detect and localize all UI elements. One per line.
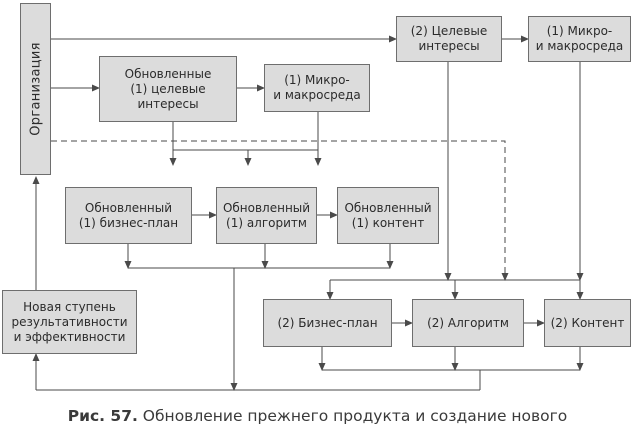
updated-business-plan-box: Обновленный (1) бизнес-план	[65, 187, 192, 244]
dashed-org-line	[51, 140, 509, 281]
new-content-box: (2) Контент	[544, 299, 631, 347]
new-environment-box: (1) Микро- и макросреда	[528, 16, 631, 62]
figure-caption: Рис. 57. Обновление прежнего продукта и …	[0, 407, 635, 425]
diagram-connectors	[32, 35, 584, 391]
figure-caption-label: Рис. 57.	[67, 407, 138, 425]
new-algorithm-box: (2) Алгоритм	[412, 299, 524, 347]
organization-label: Организация	[28, 42, 43, 136]
updated-target-interests-box: Обновленные (1) целевые интересы	[99, 56, 237, 122]
organization-box: Организация	[20, 3, 51, 175]
new-level-box: Новая ступень результативности и эффекти…	[2, 290, 137, 354]
updated-environment-box: (1) Микро- и макросреда	[264, 64, 370, 112]
updated-content-box: Обновленный (1) контент	[337, 187, 439, 244]
new-business-plan-box: (2) Бизнес-план	[263, 299, 392, 347]
new-target-interests-box: (2) Целевые интересы	[396, 16, 502, 62]
figure-caption-text: Обновление прежнего продукта и создание …	[137, 407, 568, 425]
updated-algorithm-box: Обновленный (1) алгоритм	[216, 187, 317, 244]
